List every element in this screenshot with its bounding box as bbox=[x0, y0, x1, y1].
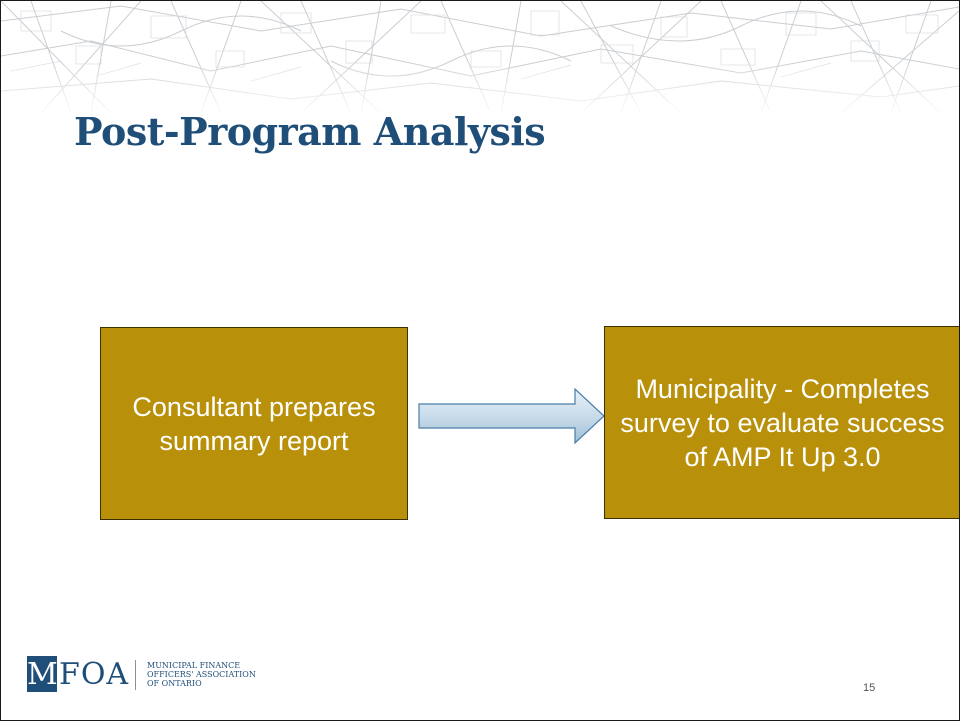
process-step-consultant: Consultant prepares summary report bbox=[100, 327, 408, 520]
slide-title: Post-Program Analysis bbox=[74, 109, 546, 154]
mfoa-logo: M FOA Municipal Finance Officers' Associ… bbox=[27, 656, 357, 696]
process-step-label: Consultant prepares summary report bbox=[132, 391, 376, 456]
slide-number: 15 bbox=[863, 682, 876, 694]
logo-divider bbox=[135, 660, 136, 690]
org-name-line: of Ontario bbox=[147, 679, 202, 688]
right-arrow-icon bbox=[418, 387, 605, 445]
process-step-municipality: Municipality - Completes survey to evalu… bbox=[604, 326, 959, 519]
banner-fade bbox=[1, 61, 959, 121]
logo-wordmark: FOA bbox=[59, 657, 130, 692]
logo-org-name: Municipal Finance Officers' Association … bbox=[147, 661, 256, 688]
org-name-line: Officers' Association bbox=[147, 670, 256, 679]
logo-mark: M bbox=[27, 656, 58, 692]
process-step-label: Municipality - Completes survey to evalu… bbox=[620, 373, 945, 472]
org-name-line: Municipal Finance bbox=[147, 661, 241, 670]
